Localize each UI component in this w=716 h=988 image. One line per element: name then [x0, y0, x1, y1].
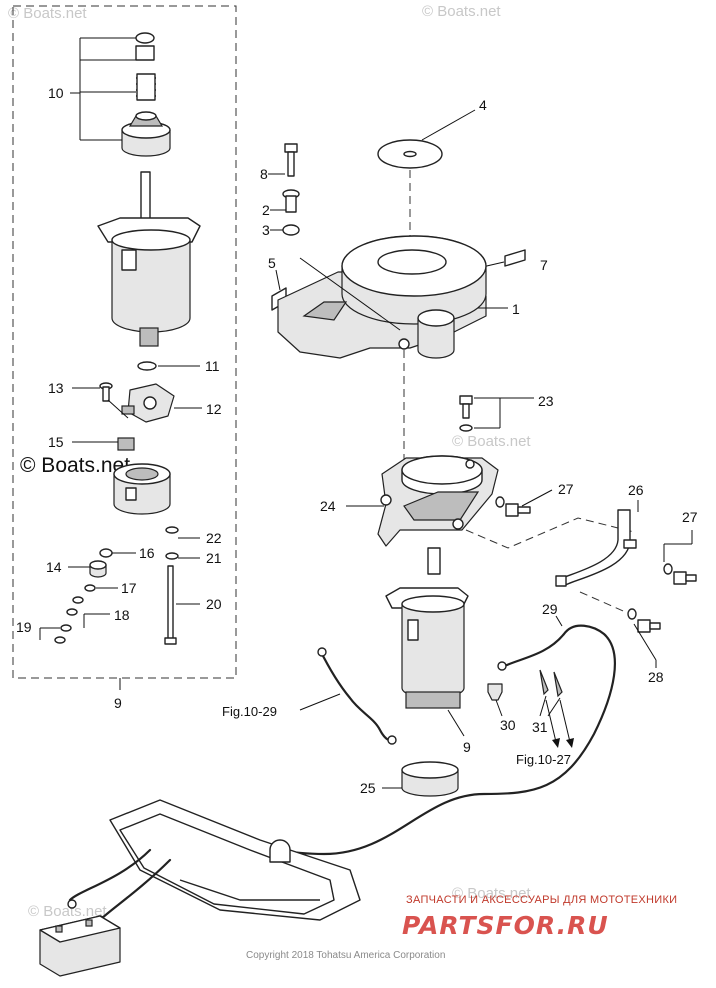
pinion-set-10 [121, 32, 171, 157]
brand-site[interactable]: PARTSFOR.RU [402, 911, 609, 940]
callout-9-motor: 9 [463, 739, 471, 755]
callout-29: 29 [542, 601, 558, 617]
callout-11: 11 [205, 358, 220, 374]
washer-16 [99, 548, 113, 558]
watermark-mid-right: © Boats.net [452, 433, 531, 450]
through-bolt-20 [164, 565, 177, 645]
battery-cable-pos [98, 858, 172, 922]
nut-21 [165, 552, 179, 560]
ref-fig-10-29[interactable]: Fig.10-29 [222, 704, 277, 719]
callout-2: 2 [262, 202, 270, 218]
callout-20: 20 [206, 596, 222, 612]
callout-17: 17 [121, 580, 137, 596]
callout-30: 30 [500, 717, 516, 733]
starter-band-26 [555, 509, 637, 587]
starter-motor-exploded [97, 171, 201, 347]
callout-31: 31 [532, 719, 548, 735]
bolt-27-upper [495, 496, 531, 517]
bolt-8 [284, 143, 298, 177]
callout-22: 22 [206, 530, 222, 546]
end-cover [113, 463, 171, 515]
terminal-cap-30 [487, 683, 503, 701]
callout-4: 4 [479, 97, 487, 113]
brush-15 [117, 437, 135, 451]
battery [39, 915, 121, 977]
callout-14: 14 [46, 559, 62, 575]
nut-17 [84, 584, 96, 592]
bolt-28 [627, 608, 661, 633]
callout-25: 25 [360, 780, 376, 796]
starter-assembly-box [12, 5, 237, 679]
brush-holder-12 [121, 383, 175, 423]
watermark-bottom-left: © Boats.net [28, 903, 107, 920]
disc-4 [377, 139, 443, 169]
bolt-23 [459, 395, 473, 432]
starter-lead-wire [318, 648, 394, 744]
callout-10: 10 [48, 85, 64, 101]
engine-frame [109, 799, 361, 921]
washer-11 [137, 361, 157, 371]
callout-18: 18 [114, 607, 130, 623]
bolt-27-lower [663, 563, 697, 585]
band-25 [401, 761, 459, 797]
watermark-top-left: © Boats.net [8, 5, 87, 22]
callout-19: 19 [16, 619, 32, 635]
collar-2 [282, 189, 300, 213]
callout-12: 12 [206, 401, 222, 417]
watermark-bottom-mid: © Boats.net [452, 885, 531, 902]
callout-8: 8 [260, 166, 268, 182]
copyright-notice: Copyright 2018 Tohatsu America Corporati… [246, 950, 445, 961]
callout-27a: 27 [558, 481, 574, 497]
ref-fig-10-27[interactable]: Fig.10-27 [516, 752, 571, 767]
callout-13: 13 [48, 380, 64, 396]
callout-21: 21 [206, 550, 222, 566]
starter-bracket-24 [377, 455, 499, 547]
callout-7: 7 [540, 257, 548, 273]
spring [136, 73, 156, 101]
terminals-31 [539, 669, 563, 698]
watermark-top-right: © Boats.net [422, 3, 501, 20]
brand-tagline: ЗАПЧАСТИ И АКСЕССУАРЫ ДЛЯ МОТОТЕХНИКИ [406, 894, 677, 906]
callout-9-group: 9 [114, 695, 122, 711]
callout-27b: 27 [682, 509, 698, 525]
flywheel-cover-1 [277, 235, 487, 359]
callout-23: 23 [538, 393, 554, 409]
grommet-3 [282, 224, 300, 236]
watermark-main: © Boats.net [20, 454, 130, 477]
washers-18-19 [54, 596, 84, 644]
callout-5: 5 [268, 255, 276, 271]
washer-22 [165, 526, 179, 534]
callout-26: 26 [628, 482, 644, 498]
battery-cable-neg [68, 848, 152, 902]
starter-motor-9 [385, 547, 469, 709]
screw-13 [99, 382, 113, 402]
callout-16: 16 [139, 545, 155, 561]
callout-28: 28 [648, 669, 664, 685]
callout-15: 15 [48, 434, 64, 450]
grommet-14 [89, 560, 107, 578]
callout-3: 3 [262, 222, 270, 238]
callout-24: 24 [320, 498, 336, 514]
plate-7 [504, 249, 526, 267]
callout-1: 1 [512, 301, 520, 317]
